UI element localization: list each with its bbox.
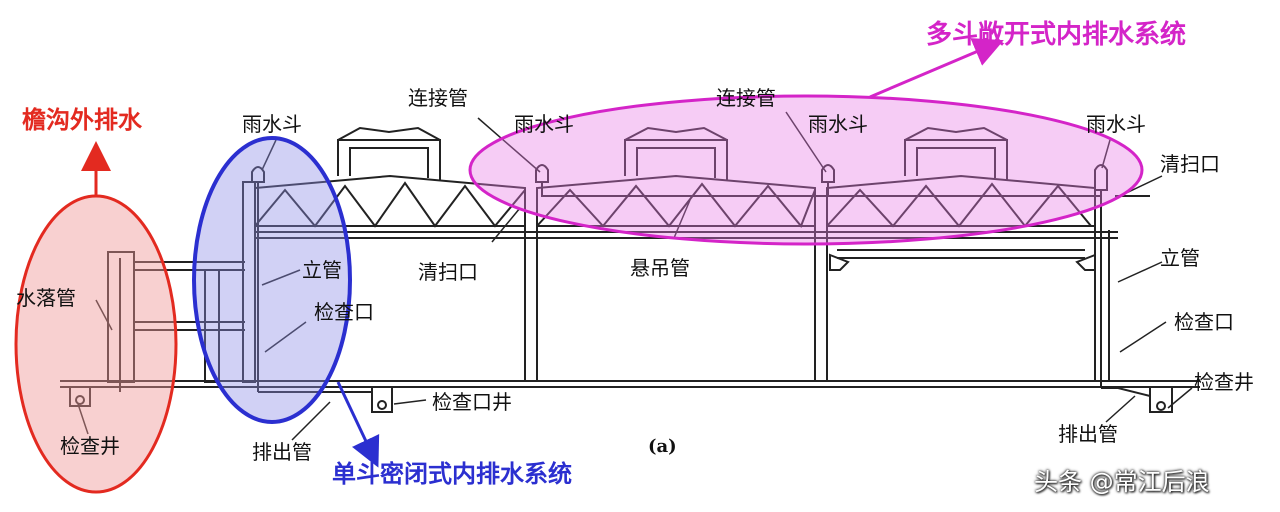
single-hopper-ellipse bbox=[192, 136, 352, 424]
inspection-port-well bbox=[371, 386, 393, 413]
label-downpipe-right: 立管 bbox=[1160, 246, 1200, 270]
label-inspection-well-right: 检查井 bbox=[1194, 370, 1254, 394]
eaves-drainage-ellipse bbox=[14, 194, 178, 494]
label-connecting-pipe-1: 连接管 bbox=[408, 86, 468, 110]
multi-hopper-open-title: 多斗敞开式内排水系统 bbox=[926, 20, 1187, 50]
multi-hopper-ellipse bbox=[468, 94, 1144, 246]
label-inspection-well-left: 检查井 bbox=[60, 434, 120, 458]
label-rain-hopper-2: 雨水斗 bbox=[514, 112, 574, 136]
label-inspection-port-left: 检查口 bbox=[314, 300, 374, 324]
label-suspended-pipe: 悬吊管 bbox=[630, 256, 690, 280]
label-inspection-port-well: 检查口井 bbox=[432, 390, 512, 414]
watermark: 头条 @常江后浪 bbox=[1034, 468, 1210, 496]
inspection-well-left bbox=[69, 386, 91, 407]
label-cleanout-mid: 清扫口 bbox=[418, 260, 478, 284]
label-rain-hopper-4: 雨水斗 bbox=[1086, 112, 1146, 136]
label-downpipe-left: 立管 bbox=[302, 258, 342, 282]
drain-pipes bbox=[257, 182, 1151, 397]
label-rain-hopper-1: 雨水斗 bbox=[242, 112, 302, 136]
label-water-drop-pipe: 水落管 bbox=[16, 286, 76, 310]
magenta-callout-arrow bbox=[869, 38, 1004, 99]
crane-beam bbox=[829, 249, 1096, 271]
label-outlet-pipe-left: 排出管 bbox=[252, 440, 312, 464]
label-inspection-port-right: 检查口 bbox=[1174, 310, 1234, 334]
single-hopper-sealed-title: 单斗密闭式内排水系统 bbox=[332, 460, 572, 488]
label-cleanout-right: 清扫口 bbox=[1160, 152, 1220, 176]
blue-callout-arrow bbox=[336, 381, 380, 468]
figure-label: (a) bbox=[648, 436, 677, 457]
left-annex-structure bbox=[107, 251, 245, 392]
leader-lines bbox=[77, 111, 1193, 441]
eaves-external-drainage-title: 檐沟外排水 bbox=[22, 106, 142, 134]
label-connecting-pipe-2: 连接管 bbox=[716, 86, 776, 110]
label-rain-hopper-3: 雨水斗 bbox=[808, 112, 868, 136]
label-outlet-pipe-right: 排出管 bbox=[1058, 422, 1118, 446]
inspection-well-right bbox=[1149, 386, 1173, 413]
roof-trusses bbox=[254, 126, 1096, 230]
